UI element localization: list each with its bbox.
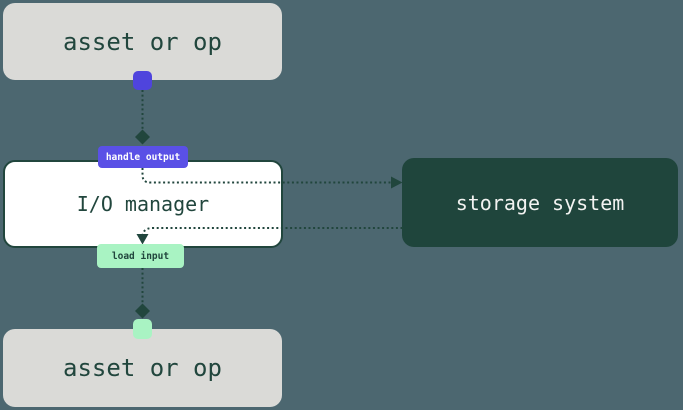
node-storage-system: storage system [402, 158, 678, 247]
node-io-manager: I/O manager [3, 160, 283, 248]
handle-output-label-text: handle output [105, 151, 181, 163]
edge-label-handle-output: handle output [98, 146, 188, 168]
node-asset-or-op-bottom-label: asset or op [63, 354, 222, 382]
edge-label-load-input: load input [97, 244, 184, 268]
arrowhead-right-icon [391, 176, 403, 189]
node-asset-or-op-top: asset or op [3, 3, 282, 80]
diamond-marker-icon [135, 303, 150, 319]
output-handle-icon [133, 71, 152, 90]
node-asset-or-op-bottom: asset or op [3, 329, 282, 407]
diamond-marker-icon [135, 129, 150, 145]
load-input-label-text: load input [111, 250, 170, 262]
input-handle-icon [133, 319, 152, 339]
node-storage-system-label: storage system [455, 190, 625, 215]
node-io-manager-label: I/O manager [76, 192, 210, 216]
node-asset-or-op-top-label: asset or op [63, 27, 222, 56]
